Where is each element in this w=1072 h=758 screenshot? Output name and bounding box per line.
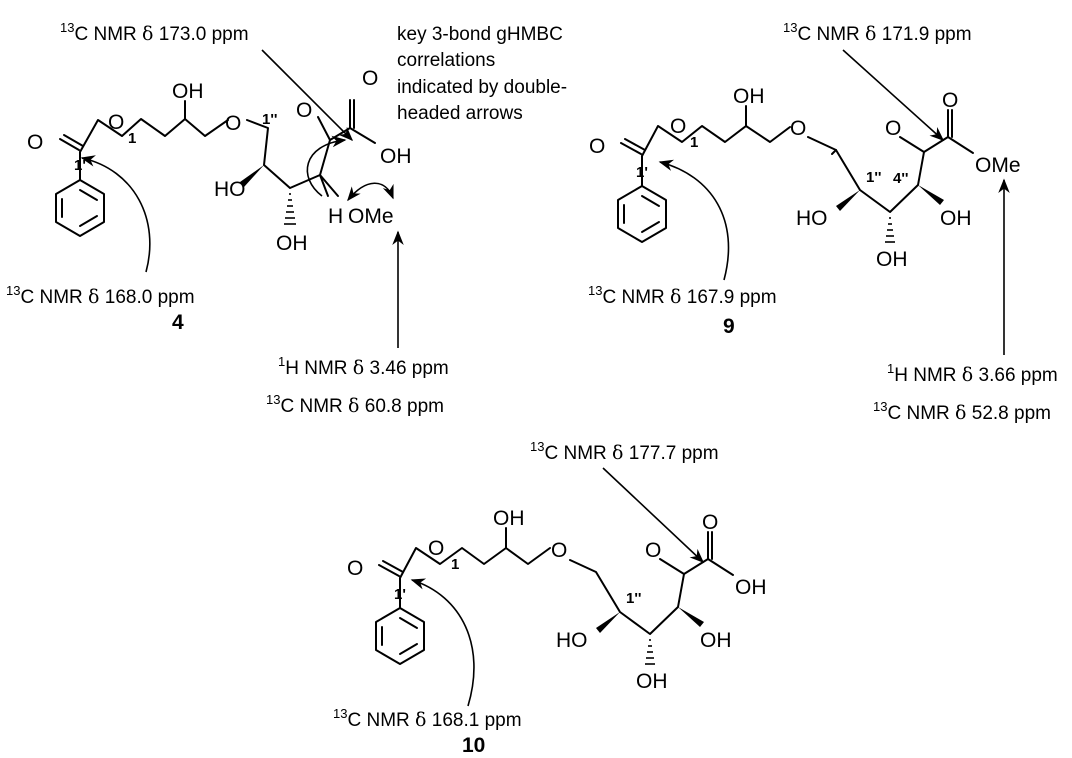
nmr-label-methoxy-proton: 1H NMR δ 3.46 ppm xyxy=(278,354,449,379)
note-line-1: key 3-bond gHMBC xyxy=(397,24,563,45)
nmr-label-acid-carbonyl: 13C NMR δ 173.0 ppm xyxy=(60,20,249,45)
compound-9-atom-labels: O O OH O O O OMe HO OH OH xyxy=(589,85,1021,271)
compound-label-9: 9 xyxy=(723,315,735,338)
nmr-label-benzoyl-carbonyl: 13C NMR δ 167.9 ppm xyxy=(588,283,777,308)
compound-10-atom-labels: O O OH O O O OH HO OH OH xyxy=(347,507,767,693)
nmr-label-acid-carbonyl: 13C NMR δ 177.7 ppm xyxy=(530,439,719,464)
compound-label-4: 4 xyxy=(172,311,184,334)
ester-oxygen: O xyxy=(428,537,444,560)
methyl-ester: OMe xyxy=(975,154,1021,177)
locant-1: 1 xyxy=(690,134,698,151)
acid-hydroxyl: OH xyxy=(735,576,767,599)
compound-4-numbering: 1 1' 1'' xyxy=(74,111,277,174)
ring-hydrogen: H xyxy=(328,205,343,228)
arrow-acid-carbonyl xyxy=(261,49,354,142)
carbonyl-oxygen: O xyxy=(589,135,605,158)
hydroxyl-c2: HO xyxy=(556,629,588,652)
acid-carbonyl-oxygen: O xyxy=(702,511,718,534)
nmr-label-benzoyl-carbonyl: 13C NMR δ 168.1 ppm xyxy=(333,706,522,731)
glycerol-hydroxyl: OH xyxy=(493,507,525,530)
compound-10-arrows xyxy=(410,467,705,707)
hydroxyl-c2: HO xyxy=(214,178,246,201)
compound-10: O O OH O O O OH HO OH OH 1 1' 1'' 13C NM… xyxy=(333,439,767,757)
compound-9-skeleton xyxy=(617,105,974,243)
glycerol-hydroxyl: OH xyxy=(733,85,765,108)
nmr-label-benzoyl-carbonyl: 13C NMR δ 168.0 ppm xyxy=(6,283,195,308)
carbonyl-oxygen: O xyxy=(347,557,363,580)
note-line-4: headed arrows xyxy=(397,103,523,124)
arrow-benzoyl-carbonyl xyxy=(410,578,475,707)
arrow-acid-carbonyl xyxy=(602,467,705,563)
acid-carbonyl-oxygen: O xyxy=(362,67,378,90)
acid-hydroxyl: OH xyxy=(380,145,412,168)
glycerol-hydroxyl: OH xyxy=(172,80,204,103)
glycosidic-oxygen: O xyxy=(790,117,806,140)
ring-oxygen: O xyxy=(296,99,312,122)
compound-9-numbering: 1 1' 1'' 4'' xyxy=(636,134,908,187)
carbonyl-oxygen: O xyxy=(27,131,43,154)
hydroxyl-c4: OH xyxy=(940,207,972,230)
locant-1-double-prime: 1'' xyxy=(626,590,641,607)
nmr-label-methoxy-carbon: 13C NMR δ 60.8 ppm xyxy=(266,392,444,417)
locant-1-double-prime: 1'' xyxy=(262,111,277,128)
compound-10-skeleton xyxy=(375,527,734,665)
compound-4-nmr-labels: 13C NMR δ 173.0 ppm 13C NMR δ 168.0 ppm … xyxy=(6,20,449,417)
ester-carbonyl-oxygen: O xyxy=(942,89,958,112)
compound-9-arrows xyxy=(658,49,1010,355)
locant-1-double-prime: 1'' xyxy=(866,169,881,186)
nmr-label-methyl-carbon: 13C NMR δ 52.8 ppm xyxy=(873,399,1051,424)
glycosidic-oxygen: O xyxy=(225,112,241,135)
glycosidic-oxygen: O xyxy=(551,539,567,562)
ring-oxygen: O xyxy=(645,539,661,562)
arrow-benzoyl-carbonyl xyxy=(80,155,151,273)
hydroxyl-c3: OH xyxy=(876,248,908,271)
compound-9: O O OH O O O OMe HO OH OH 1 1' 1'' 4'' 1… xyxy=(588,20,1058,424)
hydroxyl-c2: HO xyxy=(796,207,828,230)
hydroxyl-c4: OH xyxy=(700,629,732,652)
ester-oxygen: O xyxy=(670,115,686,138)
locant-1-prime: 1' xyxy=(74,157,86,174)
hydroxyl-c3: OH xyxy=(276,232,308,255)
compound-4: O O OH O O O OH HO OH H OMe 1 1' 1'' 13C… xyxy=(6,20,449,417)
compound-4-arrows xyxy=(80,49,404,348)
hydroxyl-c3: OH xyxy=(636,670,668,693)
locant-1: 1 xyxy=(128,130,136,147)
locant-4-double-prime: 4'' xyxy=(893,170,908,187)
methoxy-group: OMe xyxy=(348,205,394,228)
arrow-benzoyl-carbonyl xyxy=(658,159,730,281)
compound-10-numbering: 1 1' 1'' xyxy=(394,556,641,607)
locant-1: 1 xyxy=(451,556,459,573)
compound-4-atom-labels: O O OH O O O OH HO OH H OMe xyxy=(27,67,412,255)
locant-1-prime: 1' xyxy=(394,586,406,603)
ring-oxygen: O xyxy=(885,117,901,140)
locant-1-prime: 1' xyxy=(636,164,648,181)
nmr-label-ester-carbonyl: 13C NMR δ 171.9 ppm xyxy=(783,20,972,45)
compound-9-nmr-labels: 13C NMR δ 171.9 ppm 13C NMR δ 167.9 ppm … xyxy=(588,20,1058,424)
ester-oxygen: O xyxy=(108,111,124,134)
hmbc-note: key 3-bond gHMBC correlations indicated … xyxy=(397,24,567,124)
note-line-3: indicated by double- xyxy=(397,77,567,98)
compound-4-skeleton xyxy=(55,99,376,237)
arrow-ester-carbonyl xyxy=(842,49,945,141)
hmbc-arrow-h-to-methoxy xyxy=(347,182,394,202)
nmr-label-methyl-proton: 1H NMR δ 3.66 ppm xyxy=(887,361,1058,386)
compound-10-nmr-labels: 13C NMR δ 177.7 ppm 13C NMR δ 168.1 ppm … xyxy=(333,439,719,757)
note-line-2: correlations xyxy=(397,50,495,71)
hmbc-arrow-h-to-carbonyl xyxy=(306,135,347,197)
compound-label-10: 10 xyxy=(462,734,485,757)
